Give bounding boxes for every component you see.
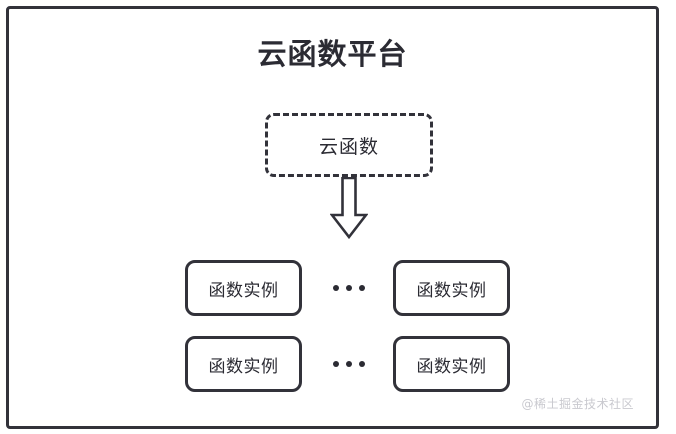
cloud-function-platform-frame: 云函数平台 云函数 函数实例 函数实例 函数实例: [6, 6, 659, 429]
ellipsis-dot: [359, 361, 365, 367]
ellipsis-icon: [325, 260, 373, 316]
ellipsis-dot: [333, 361, 339, 367]
function-instance-box: 函数实例: [393, 336, 510, 392]
ellipsis-dot: [333, 285, 339, 291]
function-instance-box: 函数实例: [185, 260, 302, 316]
function-instance-label: 函数实例: [416, 356, 487, 377]
page-title: 云函数平台: [257, 37, 408, 71]
down-arrow-icon: [329, 176, 369, 240]
function-instance-label: 函数实例: [208, 280, 279, 301]
ellipsis-dot: [346, 361, 352, 367]
function-instance-box: 函数实例: [185, 336, 302, 392]
instance-row: 函数实例 函数实例: [9, 260, 656, 316]
function-instance-label: 函数实例: [416, 280, 487, 301]
function-instance-box: 函数实例: [393, 260, 510, 316]
cloud-function-node: 云函数: [265, 113, 433, 177]
watermark: @稀土掘金技术社区: [521, 397, 634, 411]
cloud-function-label: 云函数: [318, 135, 379, 158]
function-instance-label: 函数实例: [208, 356, 279, 377]
ellipsis-icon: [325, 336, 373, 392]
ellipsis-dot: [346, 285, 352, 291]
ellipsis-dot: [359, 285, 365, 291]
instance-row: 函数实例 函数实例: [9, 336, 656, 392]
